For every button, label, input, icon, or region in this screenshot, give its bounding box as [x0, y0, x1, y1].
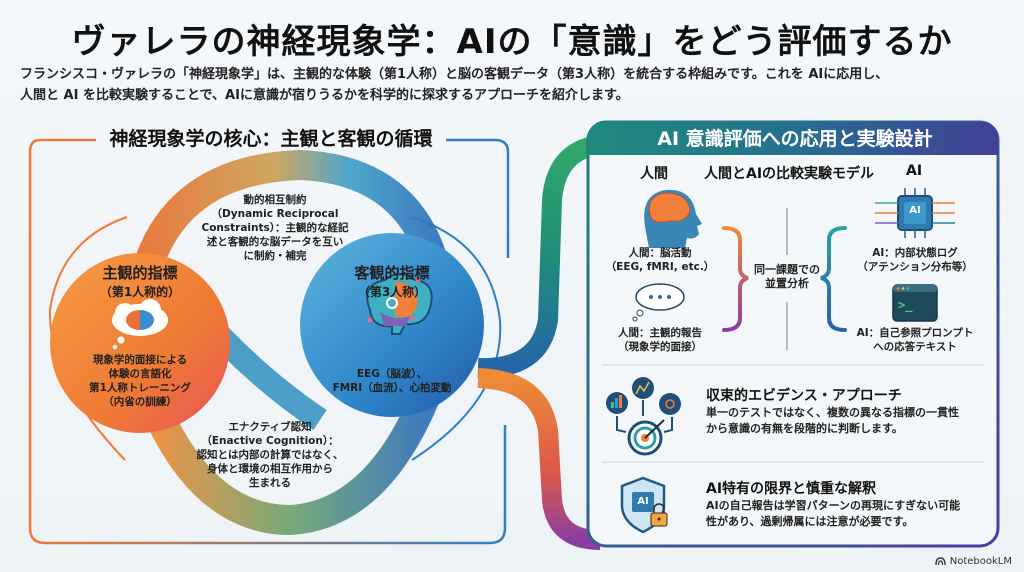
- brand-label: NotebookLM: [949, 556, 1012, 567]
- section-title: 収束的エビデンス・アプローチ: [706, 388, 902, 404]
- subjective-indicator: 主観的指標 （第1人称的）: [60, 262, 220, 300]
- label-line: （現象学的面接）: [618, 341, 702, 353]
- intro-text: フランシスコ・ヴァレラの「神経現象学」は、主観的な体験（第1人称）と脳の客観デー…: [20, 64, 1000, 106]
- shield-ai-label: AI: [637, 496, 649, 507]
- section-body-line: 性があり、過剰帰属には注意が必要です。: [706, 515, 914, 528]
- ai-limitations-section: AI特有の限界と慎重な解釈 AIの自己報告は学習パターンの再現にすぎない可能 性…: [706, 478, 991, 530]
- objective-subtitle: （第3人称）: [357, 285, 427, 299]
- right-panel-header-bg: [588, 122, 998, 155]
- human-subjective-report-label: 人間：主観的報告 （現象学的面接）: [600, 326, 720, 354]
- left-frame: [28, 138, 507, 545]
- bottom-loop-band: [135, 370, 445, 536]
- top-loop-line: （Dynamic Reciprocal: [211, 208, 339, 220]
- section-body-line: 単一のテストではなく、複数の異なる指標の一貫性: [706, 406, 959, 419]
- ai-internal-log-label: AI：内部状態ログ （アテンション分布等）: [848, 246, 982, 274]
- bottom-loop-line: 生まれる: [249, 477, 291, 489]
- objective-indicator: 客観的指標 （第3人称）: [312, 262, 472, 300]
- terminal-icon: [892, 284, 938, 322]
- subjective-circle: [50, 253, 230, 433]
- speech-cloud-icon: [632, 283, 685, 322]
- bottom-loop-line: （Enactive Cognition）：: [201, 435, 339, 447]
- human-brain-activity-label: 人間：脳活動 （EEG, fMRI, etc.）: [600, 246, 720, 274]
- intro-line-1: フランシスコ・ヴァレラの「神経現象学」は、主観的な体験（第1人称）と脳の客観デー…: [20, 67, 889, 82]
- green-pipe: [477, 135, 602, 379]
- circuit-brain-icon: [366, 273, 433, 335]
- top-loop-label: 動的相互制約 （Dynamic Reciprocal Constraints）：…: [195, 193, 355, 263]
- brace-left-icon: [722, 226, 749, 332]
- ai-chip-icon: [875, 188, 955, 238]
- label-line: （アテンション分布等）: [857, 261, 973, 273]
- section-body-line: から意識の有無を段階的に判断します。: [706, 422, 903, 435]
- ai-self-reference-label: AI：自己参照プロンプト への応答テキスト: [848, 326, 982, 354]
- convergent-target-icon: [606, 377, 681, 456]
- top-loop-band: [125, 149, 455, 315]
- top-loop-line: に制約・補完: [243, 250, 307, 262]
- label-line: 人間：主観的報告: [618, 327, 702, 339]
- label-line: AI：自己参照プロンプト: [856, 327, 974, 339]
- right-panel-title: AI 意識評価への応用と実験設計: [657, 128, 933, 150]
- bottom-loop-line: エナクティブ認知: [228, 421, 312, 433]
- objective-line: FMRI（血流）、心拍変動: [332, 382, 452, 394]
- bottom-loop-label: エナクティブ認知 （Enactive Cognition）： 認知とは内部の計算…: [185, 420, 355, 490]
- thought-cloud-brain-icon: [112, 299, 168, 350]
- juxtaposition-analysis-label: 同一課題での 並置分析: [745, 263, 829, 291]
- left-section-heading: 神経現象学の核心：主観と客観の循環: [109, 128, 433, 150]
- ai-shield-lock-icon: [620, 476, 668, 534]
- label-line: 同一課題での: [754, 263, 820, 276]
- subjective-title: 主観的指標: [102, 264, 178, 282]
- objective-line: EEG（脳波）、: [356, 368, 428, 380]
- brace-right-icon: [820, 226, 847, 332]
- label-line: 並置分析: [765, 277, 809, 290]
- subjective-line: （内省の訓練）: [103, 396, 177, 408]
- orange-pipe: [477, 368, 601, 550]
- objective-title: 客観的指標: [354, 264, 430, 282]
- inner-arc-right: [409, 216, 502, 461]
- label-line: への応答テキスト: [873, 341, 957, 353]
- top-loop-line: 述と客観的な脳データを互い: [206, 236, 344, 248]
- notebooklm-logo-icon: [935, 557, 946, 566]
- objective-description: EEG（脳波）、 FMRI（血流）、心拍変動: [302, 367, 482, 395]
- ai-column-header: AI: [906, 163, 923, 179]
- human-head-brain-icon: [644, 189, 702, 248]
- subjective-subtitle: （第1人称的）: [99, 285, 181, 299]
- subjective-line: 第1人称トレーニング: [89, 382, 191, 394]
- label-line: 人間：脳活動: [628, 247, 692, 259]
- label-line: AI：内部状態ログ: [872, 247, 958, 259]
- ai-chip-label: AI: [909, 205, 921, 216]
- subjective-line: 体験の言語化: [108, 368, 172, 380]
- bottom-loop-line: 認知とは内部の計算ではなく、: [196, 449, 344, 461]
- terminal-prompt: >_: [898, 298, 913, 312]
- section-title: AI特有の限界と慎重な解釈: [706, 481, 877, 497]
- section-body-line: AIの自己報告は学習パターンの再現にすぎない可能: [706, 499, 961, 512]
- human-column-header: 人間: [640, 166, 668, 182]
- brand-watermark: NotebookLM: [935, 556, 1012, 567]
- bottom-loop-line: 身体と環境の相互作用から: [207, 463, 333, 475]
- left-frame-top-right: [446, 138, 510, 258]
- top-loop-line: Constraints）：主観的な経記: [201, 222, 349, 234]
- intro-line-2: 人間と AI を比較実験することで、AIに意識が宿りうるかを科学的に探求するアプ…: [20, 88, 629, 103]
- page-title: ヴァレラの神経現象学：AIの「意識」をどう評価するか: [71, 22, 953, 62]
- subjective-description: 現象学的面接による 体験の言語化 第1人称トレーニング （内省の訓練）: [60, 353, 220, 409]
- top-loop-line: 動的相互制約: [243, 194, 307, 206]
- label-line: （EEG, fMRI, etc.）: [605, 261, 715, 273]
- comparison-model-header: 人間とAIの比較実験モデル: [704, 166, 875, 182]
- subjective-line: 現象学的面接による: [92, 354, 188, 366]
- convergent-evidence-section: 収束的エビデンス・アプローチ 単一のテストではなく、複数の異なる指標の一貫性 か…: [706, 385, 991, 437]
